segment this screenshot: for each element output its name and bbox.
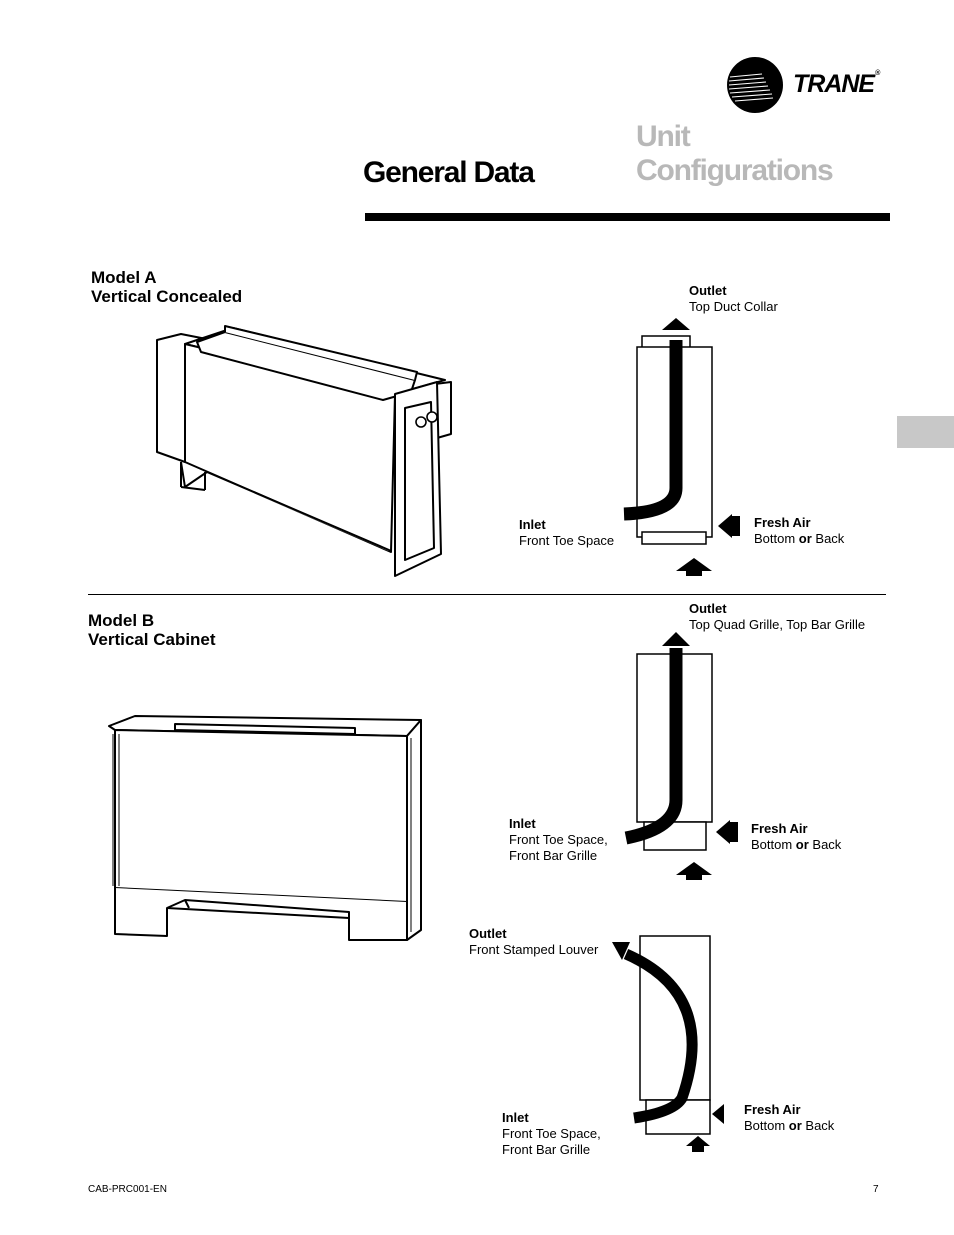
bottom-air-arrow-icon: [676, 862, 712, 875]
model-b-config2-outlet-label: Outlet Front Stamped Louver: [469, 926, 599, 957]
model-b-config1-inlet-label: Inlet Front Toe Space, Front Bar Grille: [509, 816, 608, 863]
model-b-config2-airflow-diagram: [612, 935, 724, 1152]
model-b-config2-fresh-air-label: Fresh Air Bottom or Back: [744, 1102, 835, 1133]
model-a-fresh-air-label: Fresh Air Bottom or Back: [754, 515, 845, 546]
airflow-arrow-path: [623, 948, 698, 1124]
model-a-title: Model A Vertical Concealed: [91, 268, 243, 306]
model-b-config2-inlet-label: Inlet Front Toe Space, Front Bar Grille: [502, 1110, 601, 1157]
model-a-airflow-diagram: [623, 318, 740, 576]
trane-logo-icon: [727, 57, 783, 113]
model-b-config1-airflow-diagram: [624, 632, 738, 880]
section-tab: [897, 416, 954, 448]
model-a-outlet-label: Outlet Top Duct Collar: [689, 283, 778, 314]
vertical-cabinet-unit-illustration: [108, 715, 422, 941]
model-a-inlet-label: Inlet Front Toe Space: [519, 517, 615, 548]
page-title: General Data: [363, 156, 535, 189]
page-number: 7: [873, 1184, 879, 1195]
header-rule: [365, 213, 890, 221]
outlet-arrow-icon: [662, 632, 690, 646]
vertical-concealed-unit-illustration: [156, 325, 452, 577]
section-subtitle: Unit Configurations: [636, 120, 834, 187]
fresh-air-arrow-icon: [718, 514, 732, 538]
model-b-config1-fresh-air-label: Fresh Air Bottom or Back: [751, 821, 842, 852]
fresh-air-arrow-icon: [716, 820, 730, 844]
document-id: CAB-PRC001-EN: [88, 1184, 167, 1195]
bottom-air-arrow-icon: [686, 1136, 710, 1146]
brand-logotype: TRANE®: [793, 70, 880, 98]
airflow-arrow-path: [623, 340, 683, 521]
bottom-air-arrow-icon: [676, 558, 712, 571]
fresh-air-arrow-icon: [712, 1104, 724, 1124]
outlet-arrow-icon: [662, 318, 690, 330]
outlet-arrow-icon: [612, 942, 630, 960]
model-b-config1-outlet-label: Outlet Top Quad Grille, Top Bar Grille: [689, 601, 866, 632]
section-divider: [88, 594, 886, 595]
airflow-arrow-path: [624, 648, 683, 845]
model-b-title: Model B Vertical Cabinet: [88, 611, 216, 649]
